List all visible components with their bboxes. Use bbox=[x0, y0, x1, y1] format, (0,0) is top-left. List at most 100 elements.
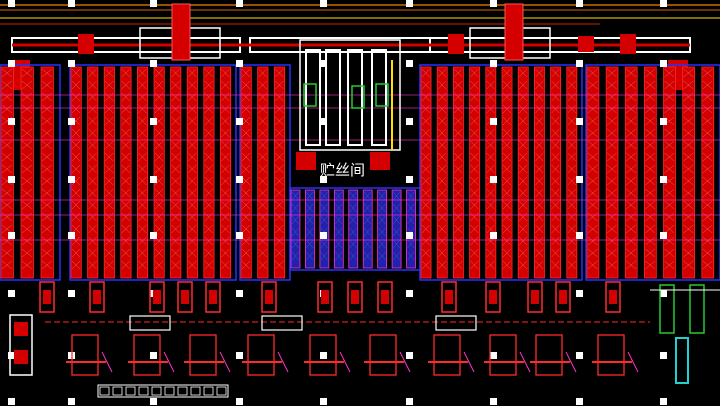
rack-brace bbox=[41, 140, 53, 150]
bench-slot bbox=[190, 386, 201, 396]
rack-brace bbox=[154, 92, 164, 102]
rack-brace bbox=[567, 116, 576, 126]
rack-brace bbox=[349, 203, 357, 213]
rack-brace bbox=[275, 224, 284, 234]
rack-column bbox=[501, 66, 513, 279]
rack-brace bbox=[626, 116, 636, 126]
feeder-core bbox=[181, 290, 189, 304]
rack-brace bbox=[21, 128, 33, 138]
rack-brace bbox=[683, 224, 694, 234]
rack-brace bbox=[607, 116, 617, 126]
rack-brace bbox=[154, 212, 164, 222]
rack-brace bbox=[519, 140, 528, 150]
rack-brace bbox=[454, 104, 463, 114]
rack-brace bbox=[21, 188, 33, 198]
rack-brace bbox=[320, 215, 328, 225]
pillar bbox=[490, 60, 497, 67]
rack-brace bbox=[21, 116, 33, 126]
rack-brace bbox=[138, 128, 147, 138]
rack-brace bbox=[335, 203, 343, 213]
rack-brace bbox=[421, 248, 430, 258]
rack-brace bbox=[535, 248, 544, 258]
rack-brace bbox=[626, 260, 636, 270]
rack-brace bbox=[407, 191, 415, 201]
rack-brace bbox=[88, 236, 97, 246]
rack-brace bbox=[421, 140, 430, 150]
rack-brace bbox=[349, 191, 357, 201]
rack-brace bbox=[204, 164, 213, 174]
rack-brace bbox=[438, 80, 447, 90]
rack-brace bbox=[204, 68, 213, 78]
rack-brace bbox=[241, 164, 251, 174]
rack-brace bbox=[121, 104, 130, 114]
rack-brace bbox=[645, 80, 656, 90]
rack-brace bbox=[204, 176, 213, 186]
rack-column bbox=[203, 66, 215, 279]
rack-brace bbox=[551, 128, 560, 138]
rack-brace bbox=[204, 128, 213, 138]
rack-block-outline bbox=[419, 64, 583, 281]
rack-brace bbox=[204, 92, 213, 102]
rack-brace bbox=[470, 248, 479, 258]
rack-brace bbox=[154, 260, 164, 270]
maker-arm bbox=[219, 351, 231, 373]
rack-brace bbox=[275, 104, 284, 114]
rack-brace bbox=[702, 80, 713, 90]
rack-brace bbox=[567, 176, 576, 186]
feeder-core bbox=[209, 290, 217, 304]
pillar bbox=[660, 118, 667, 125]
rack-brace bbox=[188, 236, 197, 246]
rack-brace bbox=[105, 92, 114, 102]
rack-brace bbox=[421, 92, 430, 102]
rack-brace bbox=[470, 224, 479, 234]
rack-column bbox=[362, 189, 373, 269]
top-conveyor bbox=[11, 3, 691, 61]
rack-brace bbox=[105, 140, 114, 150]
rack-brace bbox=[21, 104, 33, 114]
rack-brace bbox=[171, 188, 180, 198]
rack-column bbox=[605, 66, 619, 279]
rack-brace bbox=[41, 188, 53, 198]
rack-brace bbox=[21, 140, 33, 150]
rack-brace bbox=[138, 68, 147, 78]
rack-brace bbox=[664, 236, 675, 246]
rack-brace bbox=[41, 212, 53, 222]
rack-brace bbox=[364, 239, 372, 249]
rack-brace bbox=[519, 164, 528, 174]
pillar bbox=[68, 176, 75, 183]
rack-brace bbox=[221, 128, 230, 138]
rack-brace bbox=[241, 188, 251, 198]
rack-brace bbox=[171, 68, 180, 78]
rack-brace bbox=[587, 224, 598, 234]
rack-brace bbox=[121, 236, 130, 246]
rack-brace bbox=[275, 212, 284, 222]
rack-brace bbox=[535, 152, 544, 162]
rack-column bbox=[452, 66, 464, 279]
rack-brace bbox=[291, 227, 299, 237]
central-conveyor-corridor bbox=[296, 39, 401, 170]
rack-brace bbox=[1, 140, 13, 150]
rack-column bbox=[103, 66, 115, 279]
rack-brace bbox=[241, 260, 251, 270]
rack-brace bbox=[221, 104, 230, 114]
rack-brace bbox=[645, 188, 656, 198]
rack-brace bbox=[502, 248, 511, 258]
rack-brace bbox=[607, 188, 617, 198]
rack-brace bbox=[275, 92, 284, 102]
pillar bbox=[68, 232, 75, 239]
pillar bbox=[236, 60, 243, 67]
rack-brace bbox=[519, 224, 528, 234]
rack-brace bbox=[438, 236, 447, 246]
rack-brace bbox=[502, 128, 511, 138]
rack-brace bbox=[71, 104, 81, 114]
rack-brace bbox=[71, 260, 81, 270]
rack-brace bbox=[587, 248, 598, 258]
rack-brace bbox=[702, 212, 713, 222]
rack-brace bbox=[626, 128, 636, 138]
rack-brace bbox=[291, 251, 299, 261]
rack-brace bbox=[221, 164, 230, 174]
feeder-core bbox=[559, 290, 567, 304]
rack-brace bbox=[645, 92, 656, 102]
rack-brace bbox=[188, 116, 197, 126]
